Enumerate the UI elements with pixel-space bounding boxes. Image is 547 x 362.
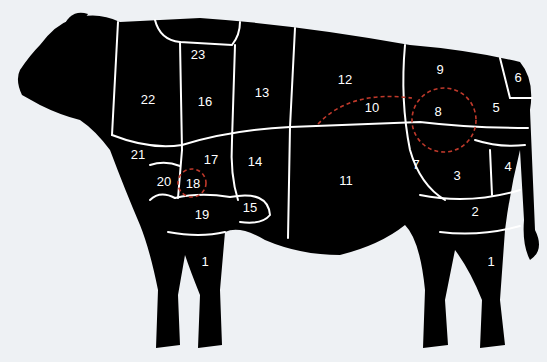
callout-number: 5 bbox=[492, 101, 499, 115]
callout-number: 3 bbox=[453, 169, 460, 183]
callout-number: 2 bbox=[471, 205, 478, 219]
callout-number: 18 bbox=[186, 177, 200, 191]
cut-lines bbox=[112, 20, 532, 238]
callout-number: 1 bbox=[487, 255, 494, 269]
callout-number: 13 bbox=[255, 86, 269, 100]
callout-number: 16 bbox=[198, 95, 212, 109]
cow-silhouette bbox=[18, 15, 539, 348]
callout-number: 7 bbox=[412, 158, 419, 172]
callout-number: 21 bbox=[131, 148, 145, 162]
callout-number: 6 bbox=[514, 71, 521, 85]
callout-number: 14 bbox=[248, 155, 262, 169]
callout-number: 1 bbox=[201, 255, 208, 269]
callout-number: 11 bbox=[339, 174, 353, 188]
callout-number: 22 bbox=[141, 93, 155, 107]
callout-number: 8 bbox=[434, 105, 441, 119]
dashed-callouts bbox=[178, 88, 476, 197]
callout-number: 10 bbox=[365, 101, 379, 115]
callout-number: 23 bbox=[191, 48, 205, 62]
callout-number: 15 bbox=[243, 201, 257, 215]
callout-number: 4 bbox=[504, 160, 511, 174]
callout-number: 17 bbox=[204, 153, 218, 167]
ear bbox=[62, 13, 88, 34]
callout-number: 12 bbox=[338, 73, 352, 87]
callout-number: 9 bbox=[436, 63, 443, 77]
callout-number: 19 bbox=[195, 208, 209, 222]
callout-number: 20 bbox=[157, 175, 171, 189]
